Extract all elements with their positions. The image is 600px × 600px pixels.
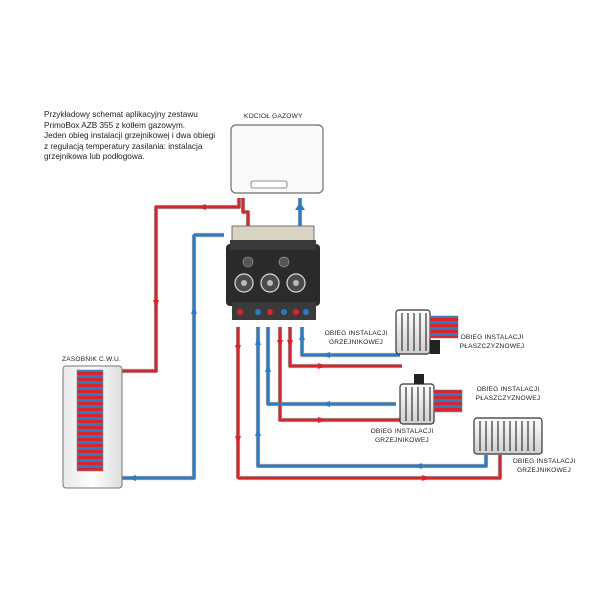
label-line: PŁASZCZYZNOWEJ: [459, 342, 525, 350]
tank-return: [120, 233, 224, 480]
boiler-to-module-supply: [241, 198, 250, 226]
label-line: OBIEG INSTALACJI: [460, 334, 524, 341]
dhw-tank: [62, 365, 123, 489]
tank-label: ZASOBNIK C.W.U.: [62, 356, 122, 363]
label-line: GRZEJNIKOWEJ: [516, 466, 572, 474]
description-line: Przykładowy schemat aplikacyjny zestawu: [44, 110, 198, 119]
description-line: Jeden obieg instalacji grzejnikowej i dw…: [44, 131, 216, 141]
floor-circuit-2-label: OBIEG INSTALACJI PŁASZCZYZNOWEJ: [466, 386, 550, 403]
label-line: OBIEG INSTALACJI: [324, 330, 388, 337]
floor-2-supply: [278, 327, 400, 422]
description-line: grzejnikowa lub podłogowa.: [44, 152, 145, 162]
floor-circuit-1-label: OBIEG INSTALACJI PŁASZCZYZNOWEJ: [450, 334, 534, 351]
radiator-3: [473, 417, 543, 455]
label-line: GRZEJNIKOWEJ: [328, 338, 384, 346]
radiator-3-return: [256, 327, 488, 468]
description-line: PrimoBox AZB 355 z kotłem gazowym.: [44, 120, 186, 130]
gas-boiler: [230, 124, 324, 194]
schematic-description: Przykładowy schemat aplikacyjny zestawu …: [44, 110, 264, 163]
label-line: OBIEG INSTALACJI: [370, 428, 434, 435]
floor-coil-2: [414, 374, 463, 413]
radiator-3-supply: [236, 327, 502, 480]
floor-coil-1: [429, 315, 459, 354]
label-line: OBIEG INSTALACJI: [476, 386, 540, 393]
label-line: OBIEG INSTALACJI: [512, 458, 576, 465]
label-line: PŁASZCZYZNOWEJ: [475, 394, 541, 402]
boiler-to-tank-supply: [120, 198, 241, 373]
pipe-network: [120, 198, 503, 481]
label-line: GRZEJNIKOWEJ: [374, 436, 430, 444]
primobox-module: [226, 225, 320, 320]
floor-2-return: [266, 327, 396, 406]
radiator-1: [395, 309, 431, 355]
radiator-circuit-1-label: OBIEG INSTALACJI GRZEJNIKOWEJ: [318, 330, 394, 347]
radiator-circuit-2-label: OBIEG INSTALACJI GRZEJNIKOWEJ: [364, 428, 440, 445]
description-line: z regulacją temperatury zasilania: insta…: [44, 141, 203, 151]
radiator-2: [399, 383, 435, 425]
boiler-label: KOCIOŁ GAZOWY: [244, 113, 303, 120]
radiator-circuit-3-label: OBIEG INSTALACJI GRZEJNIKOWEJ: [506, 458, 582, 475]
